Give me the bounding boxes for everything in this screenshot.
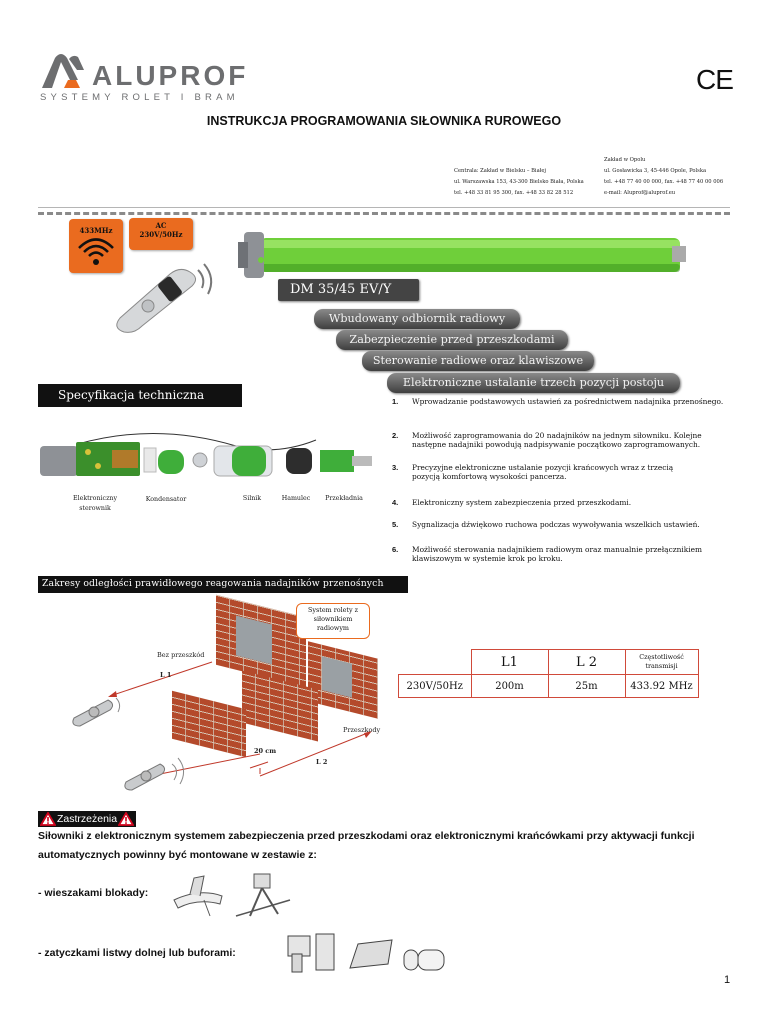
label-obstacles: Przeszkody — [343, 726, 381, 734]
radio-waves-icon — [78, 238, 114, 265]
remote-control-icon — [124, 757, 184, 791]
feature-list: 1.Wprowadzanie podstawowych ustawień za … — [392, 397, 724, 563]
feature-radio-receiver: Wbudowany odbiornik radiowy — [314, 309, 520, 329]
power-supply-badge: AC 230V/50Hz — [129, 218, 193, 250]
shutter-callout: System rolety z siłownikiem radiowym — [296, 603, 370, 639]
ce-mark: CE — [696, 64, 734, 95]
label-no-obstacles: Bez przeszkód — [157, 651, 205, 659]
address-left: Centrala: Zakład w Bielsku – Białej ul. … — [454, 168, 584, 196]
address-right: Zakład w Opolu ul. Gosławicka 3, 45-446 … — [604, 157, 724, 196]
cell-l2: 25m — [547, 674, 626, 698]
end-cap-icon — [287, 933, 445, 973]
label-l2: L 2 — [316, 758, 328, 766]
spec-heading: Specyfikacja techniczna — [38, 384, 242, 407]
page-number: 1 — [724, 974, 731, 986]
label-gearbox: Przekładnia — [325, 495, 363, 502]
brand-name: ALUPROF — [92, 60, 249, 91]
label-controller: Elektroniczny sterownik — [72, 495, 117, 512]
col-frequency: Częstotliwość transmisji — [624, 649, 699, 675]
remote-control-icon — [72, 697, 121, 727]
motor-components-image — [40, 432, 372, 477]
notice-item-end-caps: - zatyczkami listwy dolnej lub buforami: — [38, 947, 236, 959]
warning-icon — [118, 812, 135, 826]
tubular-motor-image — [238, 232, 686, 278]
model-label: DM 35/45 EV/Y — [278, 279, 419, 301]
feature-obstacle-protection: Zabezpieczenie przed przeszkodami — [336, 330, 568, 350]
notice-item-hangers: - wieszakami blokady: — [38, 887, 149, 899]
brand-tagline: SYSTEMY ROLET I BRAM — [40, 92, 239, 103]
label-capacitor: Kondensator — [145, 496, 187, 503]
remote-control-icon — [116, 263, 213, 333]
cell-l1: 200m — [470, 674, 549, 698]
header-divider — [38, 207, 730, 208]
col-l1: L1 — [470, 649, 549, 675]
feature-three-positions: Elektroniczne ustalanie trzech pozycji p… — [387, 373, 680, 393]
label-brake: Hamulec — [281, 495, 311, 502]
cell-voltage: 230V/50Hz — [398, 674, 472, 698]
label-wall-thickness: 20 cm — [254, 747, 277, 755]
logo-mark-icon — [42, 54, 84, 88]
label-motor: Silnik — [242, 495, 262, 502]
range-table: L1 L 2 Częstotliwość transmisji 230V/50H… — [398, 649, 699, 698]
warning-icon — [40, 812, 56, 826]
radio-frequency-badge: 433MHz — [69, 219, 123, 273]
label-l1: L 1 — [160, 671, 172, 679]
notice-text: Siłowniki z elektronicznym systemem zabe… — [38, 830, 695, 861]
page-title: INSTRUKCJA PROGRAMOWANIA SIŁOWNIKA RUROW… — [206, 114, 562, 128]
cell-frequency: 433.92 MHz — [624, 674, 699, 698]
col-l2: L 2 — [547, 649, 626, 675]
header-divider-dashed — [38, 212, 730, 215]
lock-hanger-icon — [173, 873, 291, 917]
feature-radio-and-switch: Sterowanie radiowe oraz klawiszowe — [362, 351, 594, 371]
aluprof-logo: ALUPROF SYSTEMY ROLET I BRAM — [40, 50, 250, 105]
notice-heading: Zastrzeżenia — [38, 811, 137, 827]
range-heading: Zakresy odległości prawidłowego reagowan… — [38, 576, 408, 593]
